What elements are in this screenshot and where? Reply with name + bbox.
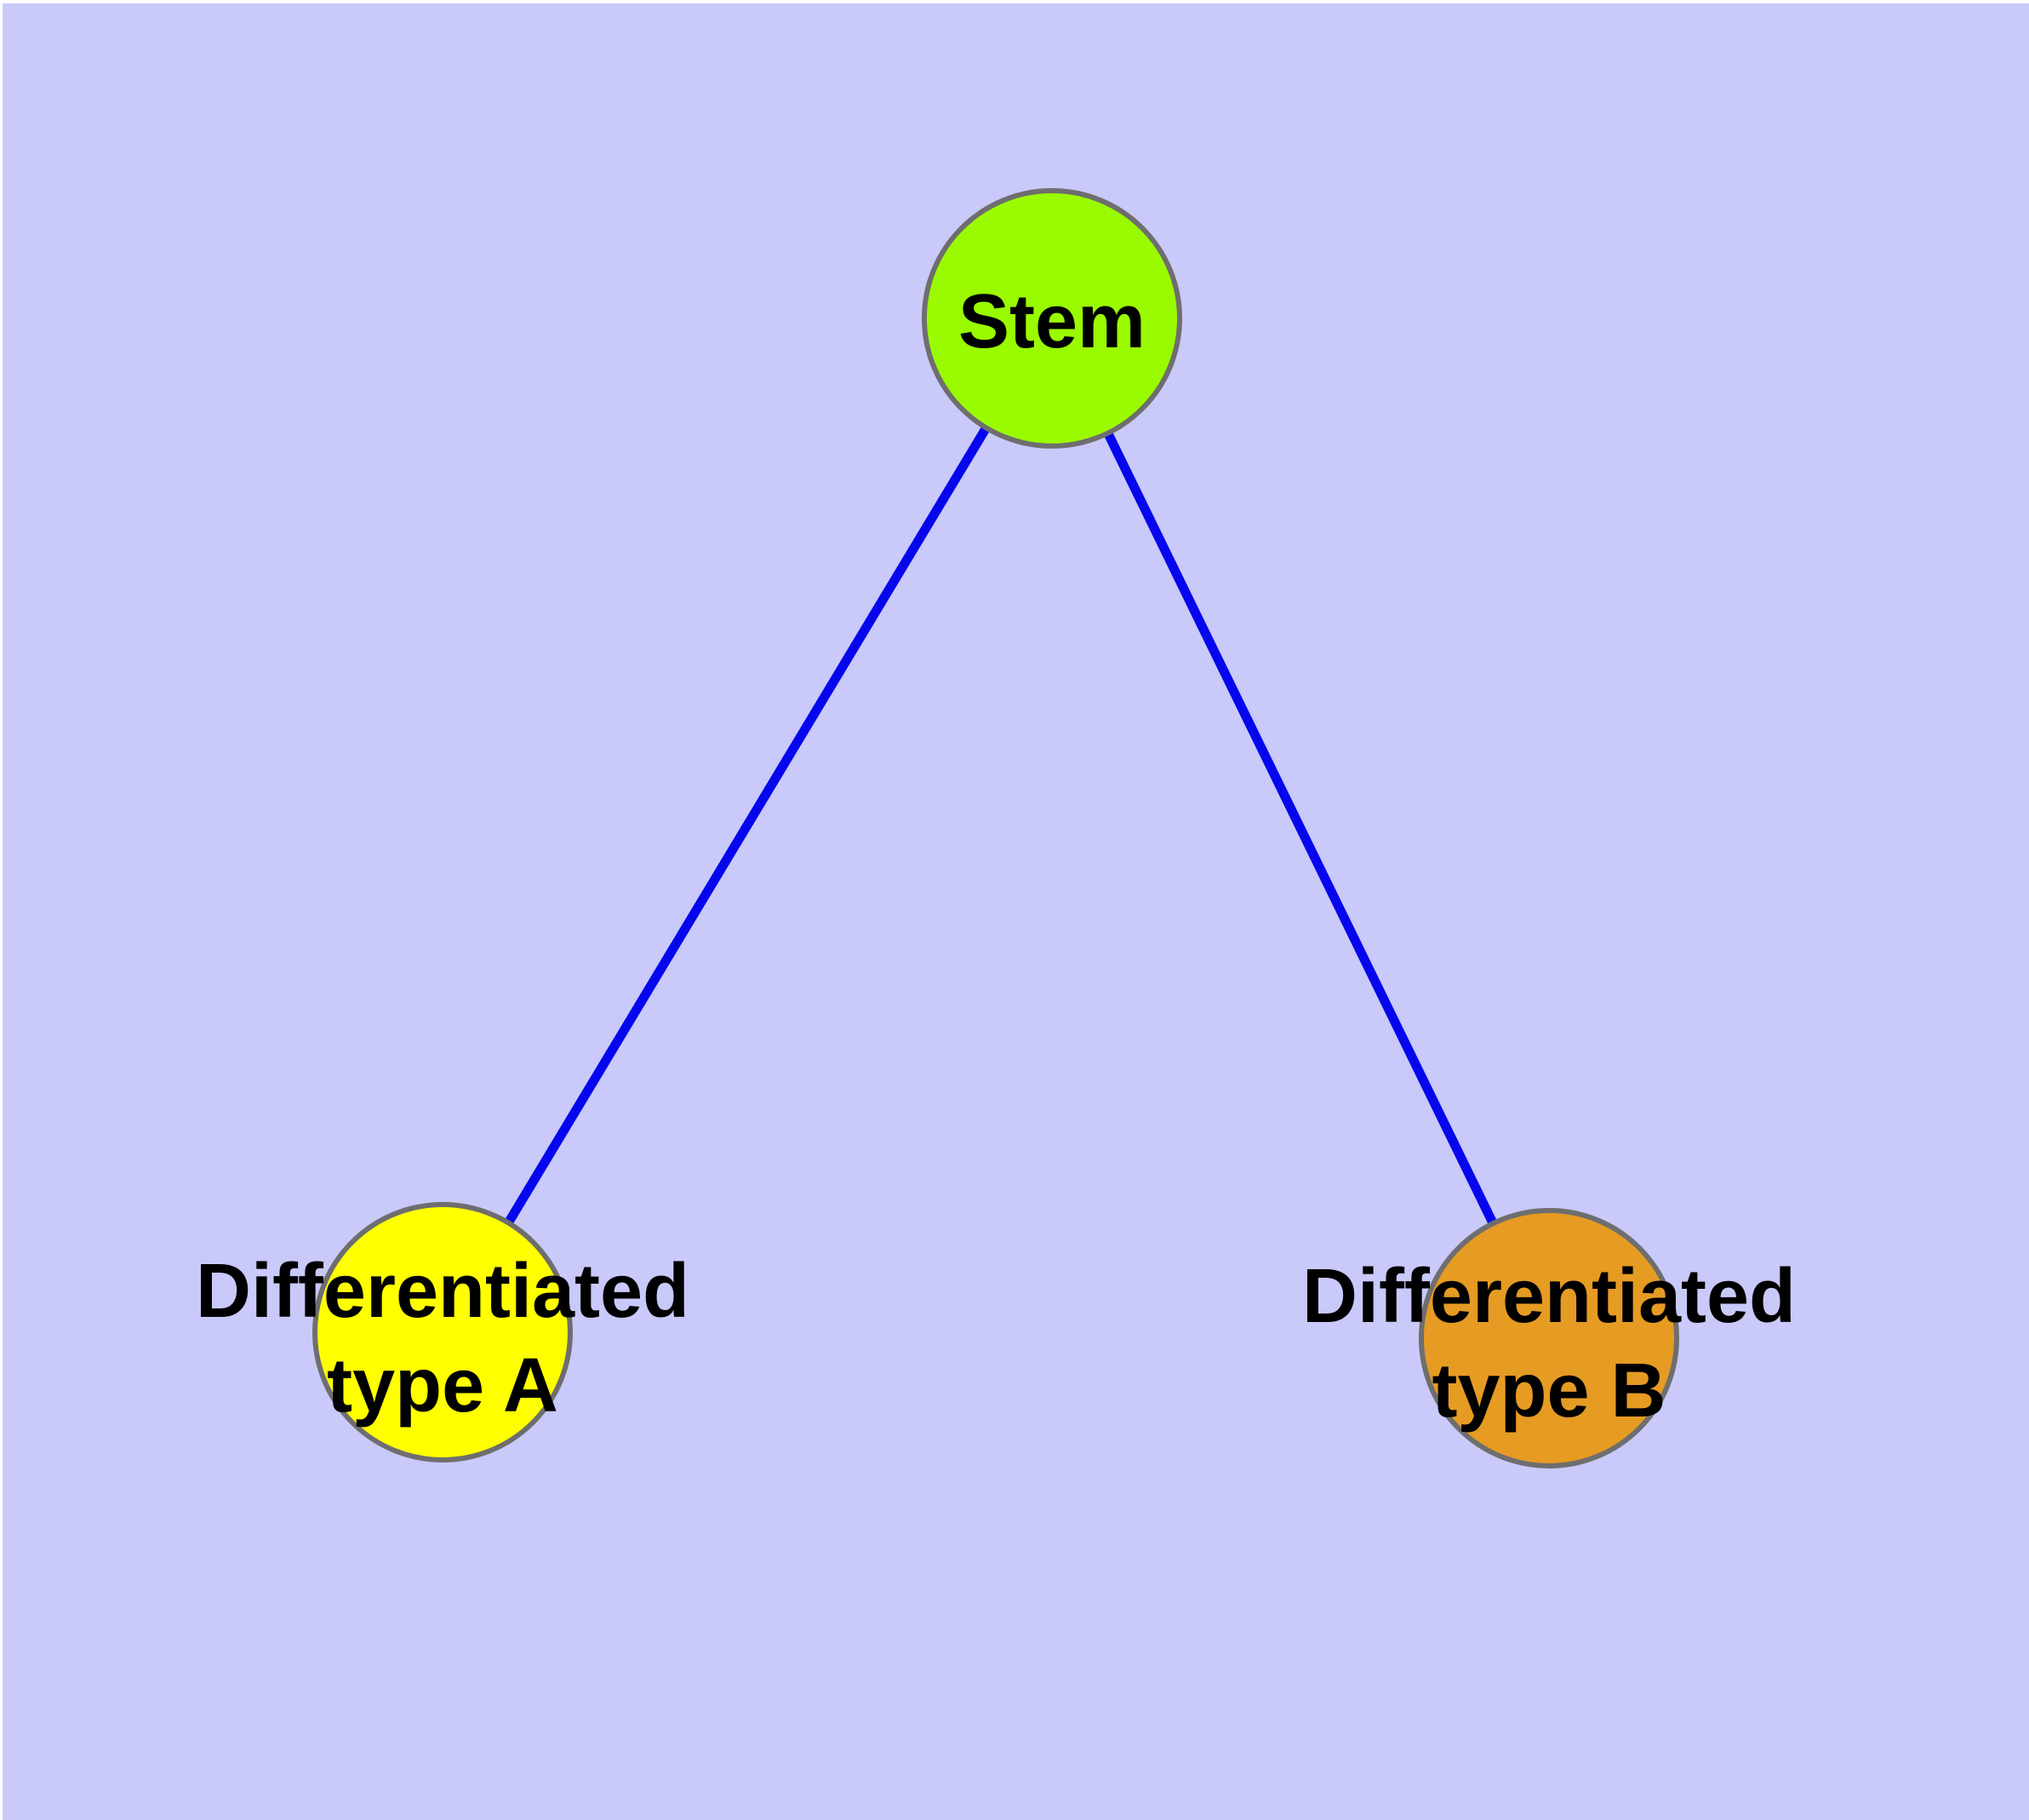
node-differentiated-type-b bbox=[1419, 1208, 1679, 1468]
node-type-b-label-line1: Differentiated bbox=[1302, 1254, 1796, 1339]
node-type-a-label-line1: Differentiated bbox=[196, 1249, 689, 1334]
node-type-a-label-line2: type A bbox=[327, 1343, 558, 1428]
node-type-b-label-line2: type B bbox=[1432, 1348, 1666, 1434]
edge-stem-to-type-a bbox=[438, 316, 1056, 1335]
edge-stem-to-type-b bbox=[1048, 316, 1553, 1341]
node-stem bbox=[922, 188, 1182, 449]
node-differentiated-type-a bbox=[312, 1202, 573, 1462]
node-stem-label: Stem bbox=[958, 279, 1146, 364]
